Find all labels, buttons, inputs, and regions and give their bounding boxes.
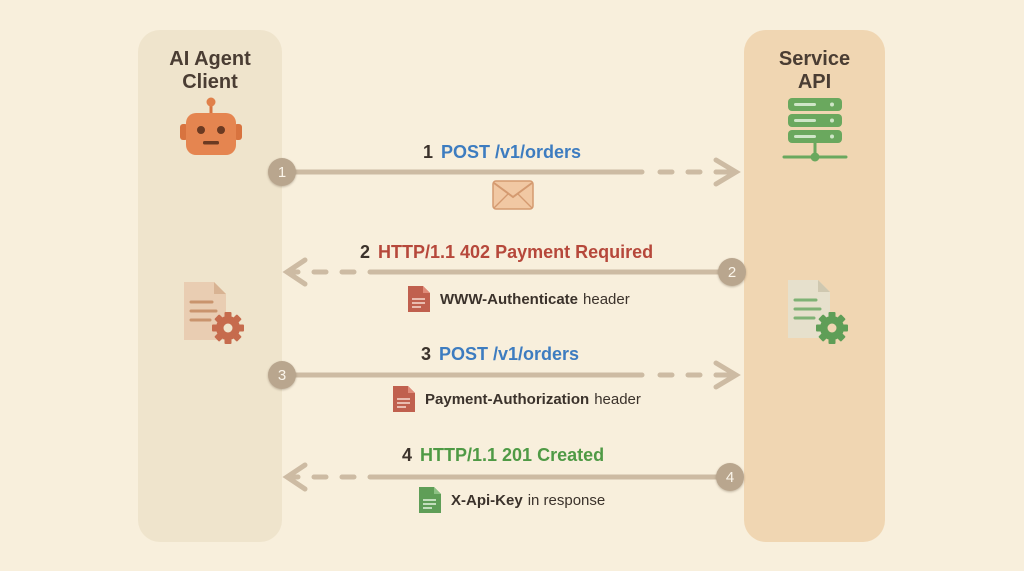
arrow-step-4 — [282, 462, 721, 492]
document-gear-icon — [184, 282, 244, 344]
client-lane-title: AI Agent Client — [169, 48, 251, 93]
document-icon — [393, 386, 415, 412]
step-badge-3: 3 — [268, 361, 296, 389]
service-lane-title: Service API — [778, 48, 851, 93]
document-icon — [419, 487, 441, 513]
envelope-icon — [492, 180, 534, 210]
step-badge-1: 1 — [268, 158, 296, 186]
document-icon — [408, 286, 430, 312]
arrow-step-3 — [293, 360, 741, 390]
robot-icon — [180, 97, 242, 155]
document-gear-icon — [788, 280, 848, 344]
arrow-step-1 — [293, 157, 741, 187]
server-stack-icon — [782, 98, 848, 162]
step-badge-2: 2 — [718, 258, 746, 286]
arrow-step-2 — [282, 257, 721, 287]
step-badge-4: 4 — [716, 463, 744, 491]
